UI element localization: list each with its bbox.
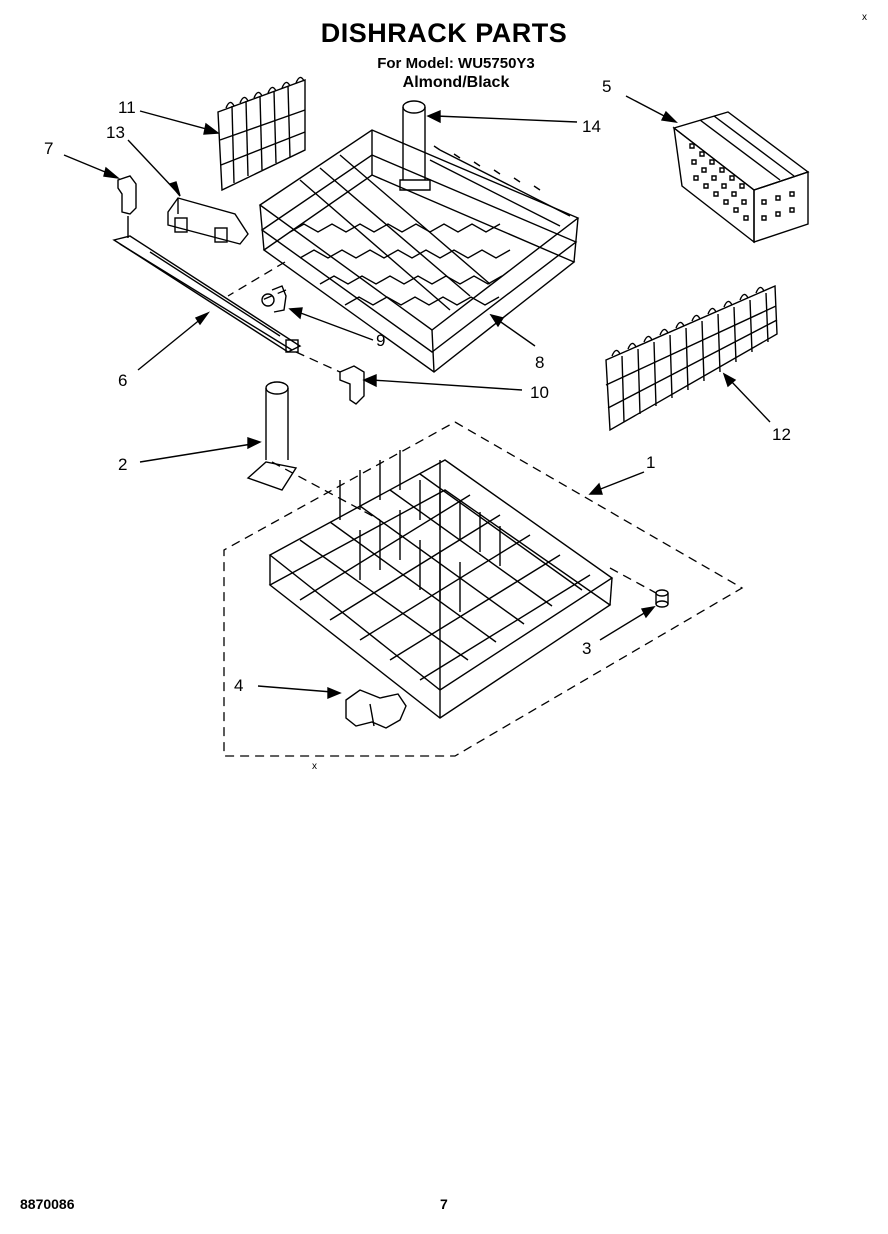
part-2-tower [246, 381, 298, 491]
callout-8: 8 [535, 353, 544, 372]
callout-2: 2 [118, 455, 127, 474]
part-13-bracket [167, 197, 249, 245]
callout-11: 11 [118, 98, 136, 117]
callout-labels: 11 13 7 6 2 4 9 10 8 14 5 12 1 3 [44, 77, 791, 695]
callout-6: 6 [118, 371, 127, 390]
callout-9: 9 [376, 331, 385, 350]
model-line: For Model: WU5750Y3 [377, 55, 535, 72]
color-line: Almond/Black [402, 74, 510, 91]
bottom-mark: x [312, 761, 317, 772]
document-number: 8870086 [20, 1196, 75, 1212]
callout-7: 7 [44, 139, 53, 158]
part-14-tower [399, 100, 431, 191]
page-number: 7 [440, 1196, 448, 1212]
callout-14: 14 [582, 117, 601, 136]
part-9-clip [261, 285, 287, 313]
part-10-stop [339, 365, 365, 405]
corner-mark: x [862, 12, 867, 23]
part-7-clip [117, 175, 137, 238]
part-6-track [112, 235, 302, 353]
part-3-pin [655, 589, 669, 608]
part-4-bumper [345, 689, 407, 729]
leader-arrows [63, 95, 771, 700]
callout-10: 10 [530, 383, 549, 402]
callout-1: 1 [646, 453, 655, 472]
part-1-lower-rack [268, 450, 614, 719]
dashed-outlines [223, 261, 744, 757]
callout-12: 12 [772, 425, 791, 444]
part-11-basket-side [217, 76, 306, 192]
part-12-basket-side [605, 284, 778, 432]
part-5-basket [672, 111, 810, 244]
callout-5: 5 [602, 77, 611, 96]
callout-4: 4 [234, 676, 243, 695]
callout-13: 13 [106, 123, 125, 142]
part-8-upper-rack [258, 129, 580, 373]
callout-3: 3 [582, 639, 591, 658]
page-title: DISHRACK PARTS [320, 18, 568, 48]
